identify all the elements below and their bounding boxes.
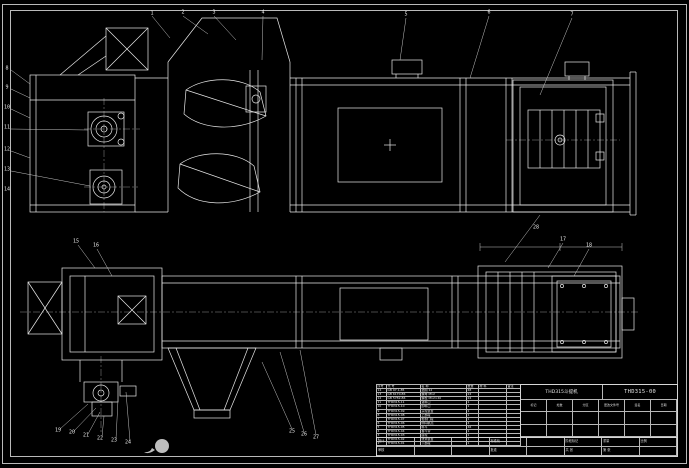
grid-cell bbox=[452, 447, 490, 455]
head-section bbox=[512, 79, 614, 213]
top-view bbox=[29, 17, 637, 216]
drawing-title: THD315斗提机 bbox=[521, 385, 604, 399]
grid-cell: 签名 bbox=[625, 400, 651, 412]
grid-cell bbox=[599, 412, 625, 424]
bearing-plate-upper bbox=[87, 111, 125, 147]
grid-row bbox=[521, 412, 677, 425]
grid-cell bbox=[415, 447, 452, 455]
discharge-funnel bbox=[167, 347, 257, 411]
title-block-strip: 设计 标准化 阶段标记重量比例审核 批准 共 张第 张 bbox=[376, 437, 678, 457]
revision-grid: 标记处数分区更改文件号签名日期 bbox=[521, 400, 677, 438]
grid-cell: 批准 bbox=[490, 447, 527, 455]
grid-cell bbox=[452, 438, 490, 446]
parts-header-row: 序号代 号名 称数量材 料备注 bbox=[376, 383, 521, 390]
grid-cell: 标准化 bbox=[490, 438, 527, 446]
grid-cell bbox=[527, 447, 565, 455]
bucket-upper bbox=[183, 79, 267, 128]
bucket-lower bbox=[177, 153, 261, 204]
border-frame bbox=[2, 4, 687, 464]
parts-cell bbox=[506, 441, 521, 447]
grid-cell bbox=[625, 412, 651, 424]
inspection-door bbox=[105, 27, 149, 71]
grid-cell bbox=[651, 412, 677, 424]
grid-cell bbox=[547, 424, 573, 437]
grid-cell: 处数 bbox=[547, 400, 573, 412]
grid-cell: 审核 bbox=[377, 447, 415, 455]
title-block-top-row: THD315斗提机 THD315-00 bbox=[521, 385, 677, 400]
boot-section bbox=[61, 267, 163, 361]
grid-cell: 重量 bbox=[602, 438, 640, 446]
grid-cell bbox=[415, 438, 452, 446]
parts-table-head: 序号代 号名 称数量材 料备注 bbox=[376, 383, 521, 390]
grid-cell bbox=[521, 424, 547, 437]
grid-row: 设计 标准化 阶段标记重量比例 bbox=[377, 438, 677, 447]
grid-cell bbox=[640, 447, 677, 455]
grid-cell: 标记 bbox=[521, 400, 547, 412]
grid-cell bbox=[521, 412, 547, 424]
ink-blot bbox=[144, 439, 169, 454]
leader-lines bbox=[10, 15, 590, 442]
grid-cell: 分区 bbox=[573, 400, 599, 412]
grid-cell: 日期 bbox=[651, 400, 677, 412]
grid-cell: 共 张 bbox=[565, 447, 602, 455]
grid-cell bbox=[651, 424, 677, 437]
grid-cell bbox=[573, 424, 599, 437]
grid-cell bbox=[625, 424, 651, 437]
grid-cell: 阶段标记 bbox=[565, 438, 602, 446]
bearing-plate-lower bbox=[89, 169, 123, 205]
grid-cell bbox=[527, 438, 565, 446]
grid-row bbox=[521, 424, 677, 438]
grid-row: 审核 批准 共 张第 张 bbox=[377, 447, 677, 456]
grid-cell: 更改文件号 bbox=[599, 400, 625, 412]
title-block: THD315斗提机 THD315-00 标记处数分区更改文件号签名日期 bbox=[520, 384, 678, 438]
access-panel bbox=[337, 107, 443, 183]
grid-cell: 比例 bbox=[640, 438, 677, 446]
grid-row: 标记处数分区更改文件号签名日期 bbox=[521, 400, 677, 413]
grid-cell bbox=[547, 412, 573, 424]
grid-cell bbox=[573, 412, 599, 424]
grid-cell: 设计 bbox=[377, 438, 415, 446]
dimension-line bbox=[479, 243, 623, 251]
grid-cell: 第 张 bbox=[602, 447, 640, 455]
grid-cell bbox=[599, 424, 625, 437]
drawing-number: THD315-00 bbox=[624, 389, 657, 395]
